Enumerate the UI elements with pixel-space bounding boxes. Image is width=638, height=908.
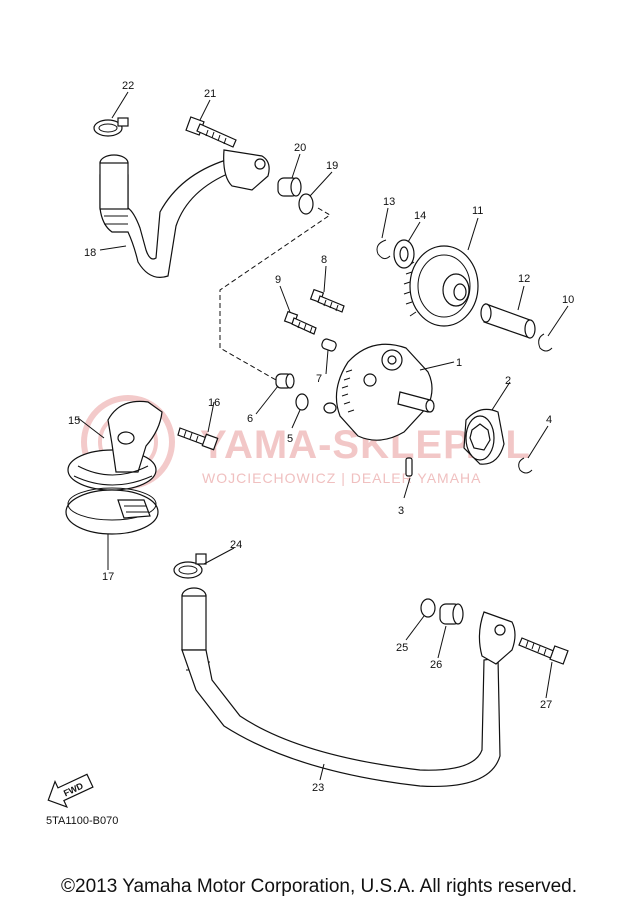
callout-16: 16 [208, 397, 220, 409]
callout-26: 26 [430, 659, 442, 671]
bolt-16 [177, 427, 219, 451]
hose-clamp-24 [173, 553, 207, 579]
callout-12: 12 [518, 273, 530, 285]
callout-2: 2 [505, 375, 511, 387]
leader-lines [77, 91, 569, 781]
diagram-code: 5TA1100-B070 [46, 815, 118, 827]
bolt-27 [518, 637, 569, 665]
callout-1: 1 [456, 357, 462, 369]
circlip-4 [518, 457, 533, 474]
callout-9: 9 [275, 274, 281, 286]
circlip-10 [538, 333, 553, 352]
collar-20 [277, 177, 302, 197]
hose-clamp-22 [93, 117, 129, 137]
callout-17: 17 [102, 571, 114, 583]
inner-rotor-2 [463, 408, 505, 465]
dowel-6 [275, 373, 295, 389]
collar-26 [439, 603, 464, 625]
washer-14 [393, 239, 415, 269]
pump-shaft-12 [480, 303, 536, 339]
callout-11: 11 [472, 205, 483, 217]
pin-3 [405, 457, 413, 477]
o-ring-19 [298, 193, 314, 215]
bolt-21 [185, 116, 237, 148]
callout-15: 15 [68, 415, 80, 427]
o-ring-5 [295, 393, 309, 411]
oil-pump-assembly-1 [323, 343, 435, 441]
fwd-arrow: FWD [47, 773, 94, 808]
callout-23: 23 [312, 782, 324, 794]
upper-oil-pipe-18 [99, 149, 270, 278]
callout-10: 10 [562, 294, 574, 306]
callout-20: 20 [294, 142, 306, 154]
assembly-line-upper [219, 207, 331, 381]
callout-25: 25 [396, 642, 408, 654]
callout-5: 5 [287, 433, 293, 445]
circlip-13 [376, 239, 391, 260]
callout-18: 18 [84, 247, 96, 259]
o-ring-25 [420, 598, 436, 618]
screw-8 [309, 288, 345, 313]
callout-14: 14 [414, 210, 426, 222]
callout-4: 4 [546, 414, 552, 426]
callout-labels: 22 21 20 19 18 13 14 11 12 10 1 2 3 4 8 … [68, 80, 574, 794]
callout-13: 13 [383, 196, 395, 208]
callout-8: 8 [321, 254, 327, 266]
callout-21: 21 [204, 88, 216, 100]
watermark-dealer: WOJCIECHOWICZ | DEALER YAMAHA [202, 470, 481, 486]
oil-strainer-15 [67, 400, 163, 491]
callout-24: 24 [230, 539, 242, 551]
lower-oil-pipe-23 [181, 587, 516, 788]
oil-pump-drive-gear-11 [403, 245, 479, 327]
callout-27: 27 [540, 699, 552, 711]
callout-22: 22 [122, 80, 134, 92]
dowel-7 [321, 338, 337, 352]
callout-19: 19 [326, 160, 338, 172]
callout-6: 6 [247, 413, 253, 425]
screw-9 [283, 310, 317, 335]
copyright-notice: ©2013 Yamaha Motor Corporation, U.S.A. A… [61, 876, 577, 897]
strainer-cover-17 [65, 487, 159, 535]
callout-7: 7 [316, 373, 322, 385]
callout-3: 3 [398, 505, 404, 517]
